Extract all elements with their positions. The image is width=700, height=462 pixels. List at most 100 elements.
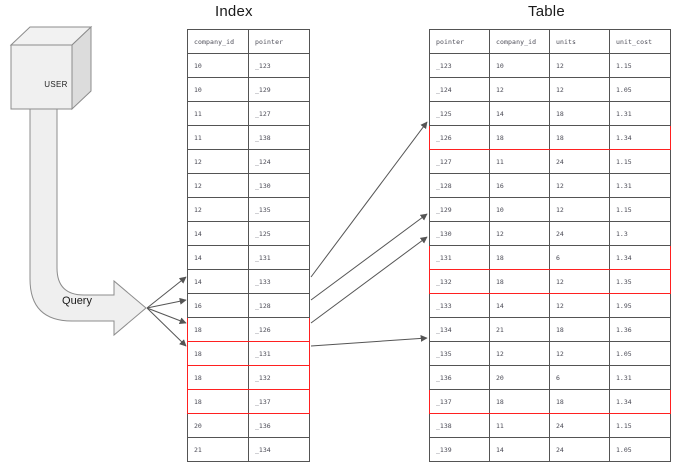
table-cell-company-id: 10 xyxy=(489,197,550,222)
table-cell-company-id: 14 xyxy=(489,437,550,462)
index-cell-company-id: 11 xyxy=(187,125,249,150)
table-cell-unit-cost: 1.31 xyxy=(609,365,671,390)
table-cell-units: 24 xyxy=(549,413,610,438)
table-cell-unit-cost: 1.15 xyxy=(609,149,671,174)
cube-icon xyxy=(9,25,93,111)
table-cell-company-id: 10 xyxy=(489,53,550,78)
table-row: 12_124 xyxy=(187,149,310,174)
index-cell-company-id: 18 xyxy=(187,341,249,366)
index-cell-pointer: _131 xyxy=(248,341,310,366)
table-cell-units: 18 xyxy=(549,125,610,150)
table-cell-company-id: 12 xyxy=(489,341,550,366)
table-cell-pointer: _139 xyxy=(429,437,490,462)
table-row: 12_130 xyxy=(187,173,310,198)
table-row: 11_127 xyxy=(187,101,310,126)
table-row: 11_138 xyxy=(187,125,310,150)
index-cell-company-id: 16 xyxy=(187,293,249,318)
table-cell-unit-cost: 1.34 xyxy=(609,389,671,414)
table-cell-units: 18 xyxy=(549,389,610,414)
table-cell-pointer: _130 xyxy=(429,221,490,246)
table-cell-units: 12 xyxy=(549,173,610,198)
table-cell-pointer: _134 xyxy=(429,317,490,342)
table-row: 20_136 xyxy=(187,413,310,438)
index-cell-company-id: 18 xyxy=(187,365,249,390)
index-cell-pointer: _135 xyxy=(248,197,310,222)
table-cell-company-id: 14 xyxy=(489,101,550,126)
index-cell-pointer: _137 xyxy=(248,389,310,414)
table-cell-company-id: 18 xyxy=(489,125,550,150)
table-cell-company-id: 16 xyxy=(489,173,550,198)
table-cell-company-id: 18 xyxy=(489,269,550,294)
index-cell-company-id: 14 xyxy=(187,269,249,294)
index-cell-company-id: 14 xyxy=(187,245,249,270)
table-row: 16_128 xyxy=(187,293,310,318)
table-row: 10_129 xyxy=(187,77,310,102)
table-cell-pointer: _138 xyxy=(429,413,490,438)
table-cell-unit-cost: 1.36 xyxy=(609,317,671,342)
table-cell-units: 24 xyxy=(549,437,610,462)
table-cell-unit-cost: 1.34 xyxy=(609,125,671,150)
table-row: 18_137 xyxy=(187,389,310,414)
index-cell-company-id: 11 xyxy=(187,101,249,126)
table-col-unit-cost: unit_cost xyxy=(609,29,671,54)
index-cell-company-id: 18 xyxy=(187,389,249,414)
table-cell-pointer: _136 xyxy=(429,365,490,390)
table-cell-unit-cost: 1.34 xyxy=(609,245,671,270)
index-cell-company-id: 12 xyxy=(187,197,249,222)
table-cell-units: 12 xyxy=(549,77,610,102)
table-cell-company-id: 20 xyxy=(489,365,550,390)
table-cell-unit-cost: 1.15 xyxy=(609,413,671,438)
table-cell-company-id: 18 xyxy=(489,389,550,414)
table-cell-units: 12 xyxy=(549,53,610,78)
table-cell-unit-cost: 1.35 xyxy=(609,269,671,294)
index-title: Index xyxy=(215,3,253,20)
table-cell-pointer: _133 xyxy=(429,293,490,318)
table-cell-pointer: _137 xyxy=(429,389,490,414)
index-cell-pointer: _138 xyxy=(248,125,310,150)
index-cell-pointer: _130 xyxy=(248,173,310,198)
index-cell-pointer: _126 xyxy=(248,317,310,342)
index-cell-pointer: _132 xyxy=(248,365,310,390)
index-cell-company-id: 18 xyxy=(187,317,249,342)
user-label: USER xyxy=(44,80,68,89)
index-cell-company-id: 10 xyxy=(187,53,249,78)
index-col-company-id: company_id xyxy=(187,29,249,54)
index-cell-pointer: _125 xyxy=(248,221,310,246)
table-cell-units: 12 xyxy=(549,293,610,318)
table-cell-units: 18 xyxy=(549,101,610,126)
table-cell-pointer: _128 xyxy=(429,173,490,198)
table-cell-pointer: _124 xyxy=(429,77,490,102)
table-col-company-id: company_id xyxy=(489,29,550,54)
table-cell-pointer: _123 xyxy=(429,53,490,78)
table-col-pointer: pointer xyxy=(429,29,490,54)
index-cell-pointer: _136 xyxy=(248,413,310,438)
table-row: 14_131 xyxy=(187,245,310,270)
table-cell-units: 24 xyxy=(549,149,610,174)
index-cell-pointer: _131 xyxy=(248,245,310,270)
table-cell-unit-cost: 1.31 xyxy=(609,173,671,198)
table-cell-unit-cost: 1.15 xyxy=(609,53,671,78)
table-header-row: pointer company_id units unit_cost xyxy=(429,29,671,54)
index-cell-pointer: _124 xyxy=(248,149,310,174)
table-cell-company-id: 12 xyxy=(489,77,550,102)
table-cell-units: 6 xyxy=(549,365,610,390)
table-col-units: units xyxy=(549,29,610,54)
index-cell-company-id: 12 xyxy=(187,173,249,198)
table-cell-units: 18 xyxy=(549,317,610,342)
table-title: Table xyxy=(528,3,565,20)
table-cell-company-id: 12 xyxy=(489,221,550,246)
table-cell-units: 12 xyxy=(549,341,610,366)
